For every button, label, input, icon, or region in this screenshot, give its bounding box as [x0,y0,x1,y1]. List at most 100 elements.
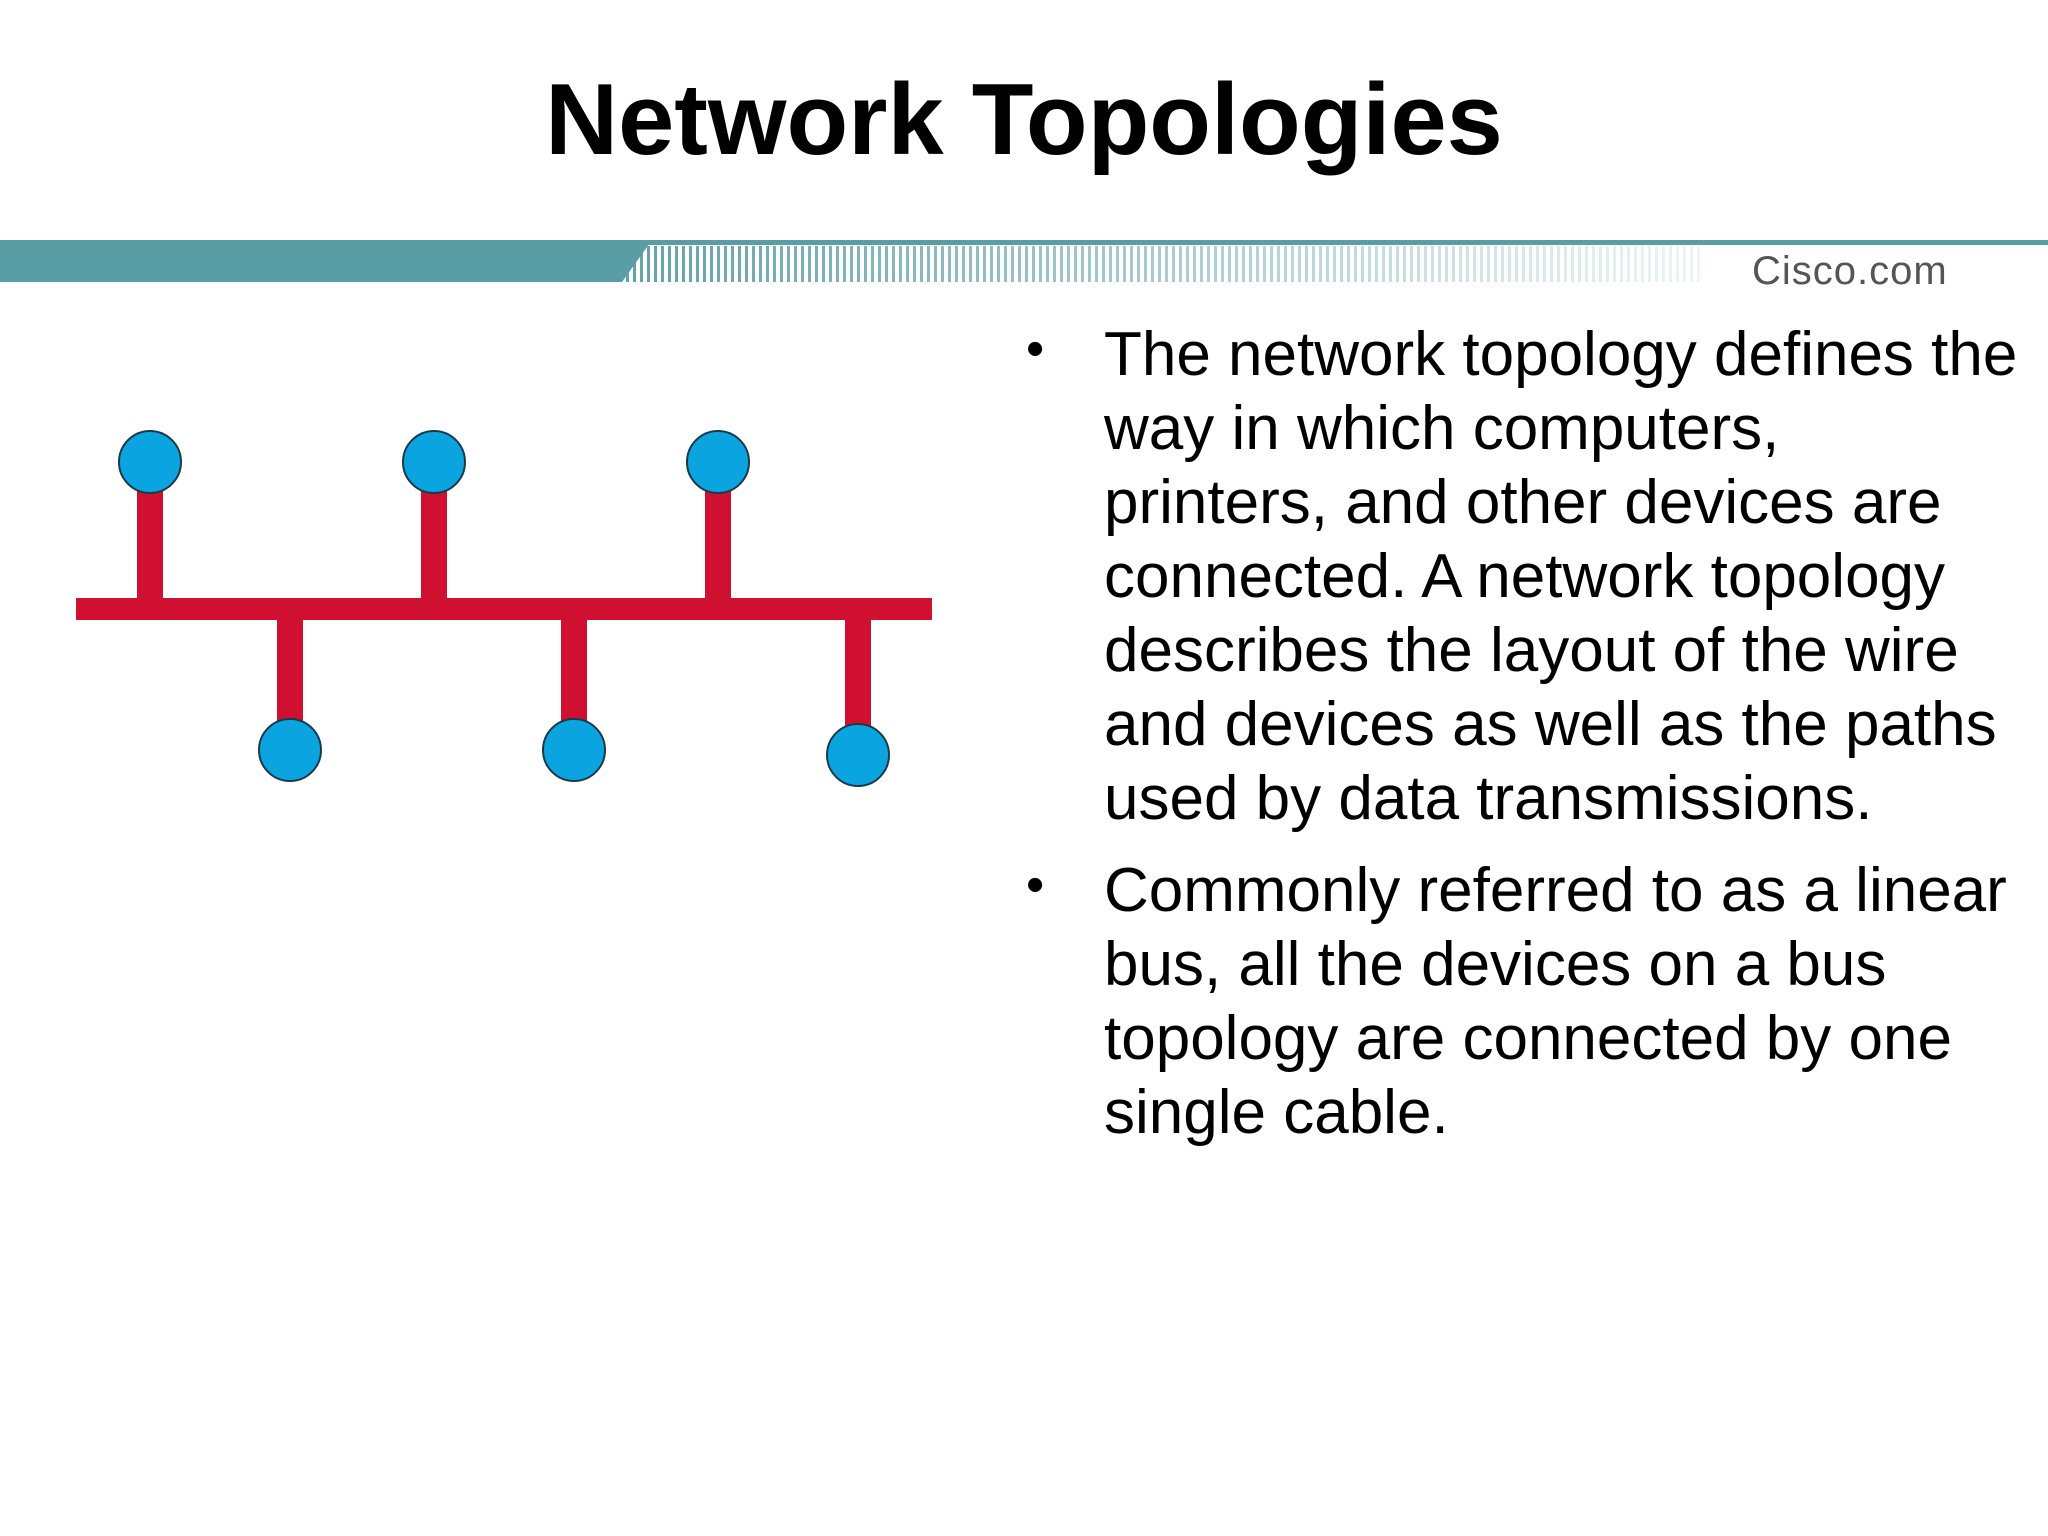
band-stripe [1214,246,1217,282]
band-stripe [682,246,685,282]
band-stripe [1046,246,1049,282]
band-stripe [1403,246,1406,282]
band-stripe [1291,246,1294,282]
band-stripe [710,246,713,282]
band-stripe [1466,246,1469,282]
band-stripe [738,246,741,282]
band-stripe [1410,246,1413,282]
node-bottom-1 [258,718,322,782]
band-stripe [640,246,643,282]
band-stripe [626,246,629,282]
band-stripe [1438,246,1441,282]
band-stripe [934,246,937,282]
band-stripe [745,246,748,282]
band-stripe [843,246,846,282]
band-stripe [836,246,839,282]
band-stripe [976,246,979,282]
band-stripe [1200,246,1203,282]
band-stripe [1690,246,1693,282]
band-stripe [661,246,664,282]
band-stripe [1508,246,1511,282]
band-stripe [1123,246,1126,282]
band-stripe [878,246,881,282]
band-stripe [1004,246,1007,282]
header-band [0,240,2048,282]
band-stripe [1053,246,1056,282]
band-stripe [920,246,923,282]
band-stripe [962,246,965,282]
bullet-item: • The network topology defines the way i… [1020,318,2020,836]
band-stripe [654,246,657,282]
band-stripe [1165,246,1168,282]
band-stripe [906,246,909,282]
node-bottom-2 [542,718,606,782]
band-stripe [1158,246,1161,282]
band-stripe [857,246,860,282]
band-stripe [1109,246,1112,282]
band-stripe [1144,246,1147,282]
band-stripe [864,246,867,282]
band-stripe [1249,246,1252,282]
bullet-marker: • [1026,320,1045,378]
band-stripe [1543,246,1546,282]
band-stripe [752,246,755,282]
band-stripe [1277,246,1280,282]
band-stripe [647,246,650,282]
band-stripe [1431,246,1434,282]
band-stripe [794,246,797,282]
band-stripe [1186,246,1189,282]
band-stripe [1228,246,1231,282]
band-stripe [927,246,930,282]
band-stripe [1011,246,1014,282]
slide-title: Network Topologies [545,64,1503,176]
band-stripe [1305,246,1308,282]
band-stripe [1067,246,1070,282]
band-stripe [1557,246,1560,282]
band-stripe [1501,246,1504,282]
header-band-stripes [626,246,1700,282]
band-stripe [871,246,874,282]
band-stripe [1529,246,1532,282]
band-stripe [1564,246,1567,282]
band-stripe [731,246,734,282]
band-stripe [689,246,692,282]
band-stripe [773,246,776,282]
band-stripe [1655,246,1658,282]
band-stripe [1494,246,1497,282]
node-top-1 [118,430,182,494]
band-stripe [1081,246,1084,282]
band-stripe [1641,246,1644,282]
band-stripe [1193,246,1196,282]
band-stripe [1354,246,1357,282]
band-stripe [675,246,678,282]
band-stripe [1585,246,1588,282]
band-stripe [1424,246,1427,282]
band-stripe [1235,246,1238,282]
band-stripe [1620,246,1623,282]
band-stripe [850,246,853,282]
bullet-text: The network topology defines the way in … [1104,320,2018,833]
band-stripe [1130,246,1133,282]
band-stripe [1088,246,1091,282]
band-stripe [1270,246,1273,282]
bullet-marker: • [1026,856,1045,914]
band-stripe [1452,246,1455,282]
band-stripe [1571,246,1574,282]
band-stripe [941,246,944,282]
band-stripe [724,246,727,282]
band-stripe [997,246,1000,282]
band-stripe [1599,246,1602,282]
band-stripe [1207,246,1210,282]
band-stripe [1375,246,1378,282]
band-stripe [815,246,818,282]
band-stripe [1221,246,1224,282]
band-stripe [1515,246,1518,282]
band-stripe [633,246,636,282]
band-stripe [780,246,783,282]
band-stripe [1172,246,1175,282]
band-stripe [1396,246,1399,282]
band-stripe [1487,246,1490,282]
band-stripe [766,246,769,282]
band-stripe [703,246,706,282]
band-stripe [1473,246,1476,282]
